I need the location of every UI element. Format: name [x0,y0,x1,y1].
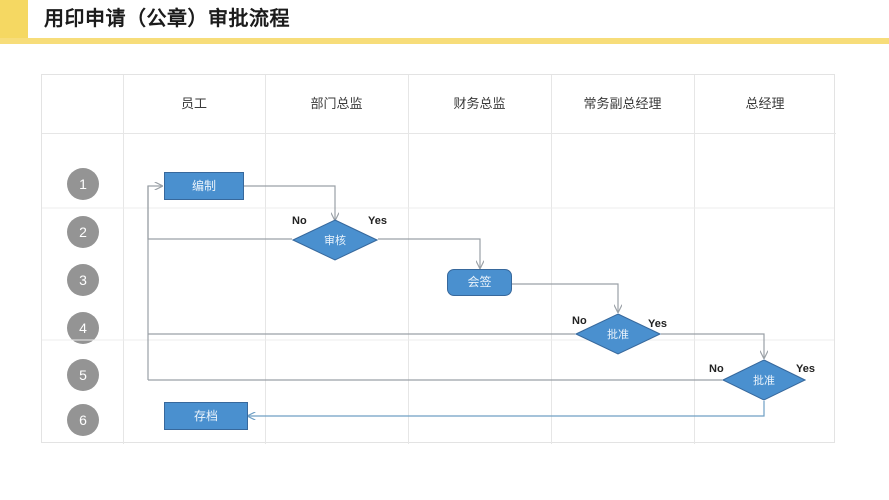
branch-label-approve2-yes: Yes [796,363,815,375]
branch-label-review-yes: Yes [368,215,387,227]
title-underline [0,38,889,44]
branch-label-approve1-no: No [572,315,587,327]
column-header-employee: 员工 [180,96,207,111]
page-title: 用印申请（公章）审批流程 [44,8,290,30]
header-divider [42,133,836,134]
node-archive-label: 存档 [193,409,218,423]
column-header-step [42,75,123,133]
node-countersign-label: 会签 [467,275,492,289]
title-bar: 用印申请（公章）审批流程 [0,0,889,44]
node-approve-2[interactable]: 批准 [722,359,806,401]
step-circle-3: 3 [67,264,99,296]
branch-label-approve2-no: No [709,363,724,375]
column-divider-2 [265,75,266,444]
node-review-label: 审核 [324,235,346,247]
node-archive[interactable]: 存档 [164,402,248,430]
step-circle-2: 2 [67,216,99,248]
node-approve-1-label: 批准 [607,329,629,341]
step-circle-5: 5 [67,359,99,391]
column-header-general-manager: 总经理 [745,96,785,111]
step-circle-6: 6 [67,404,99,436]
swimlane-table: 员工 部门总监 财务总监 常务副总经理 总经理 [41,74,836,444]
node-draft[interactable]: 编制 [164,172,244,200]
node-review[interactable]: 审核 [292,219,378,261]
step-circle-4: 4 [67,312,99,344]
column-divider-4 [551,75,552,444]
column-divider-1 [123,75,124,444]
column-header-executive-deputy-gm: 常务副总经理 [583,96,662,111]
title-panel [28,0,889,38]
node-draft-label: 编制 [191,179,216,193]
branch-label-review-no: No [292,215,307,227]
column-header-department-director: 部门总监 [310,96,363,111]
column-divider-5 [694,75,695,444]
column-header-finance-director: 财务总监 [453,96,506,111]
step-circle-1: 1 [67,168,99,200]
node-approve-2-label: 批准 [753,375,775,387]
node-approve-1[interactable]: 批准 [575,313,661,355]
branch-label-approve1-yes: Yes [648,318,667,330]
node-countersign[interactable]: 会签 [447,269,512,296]
